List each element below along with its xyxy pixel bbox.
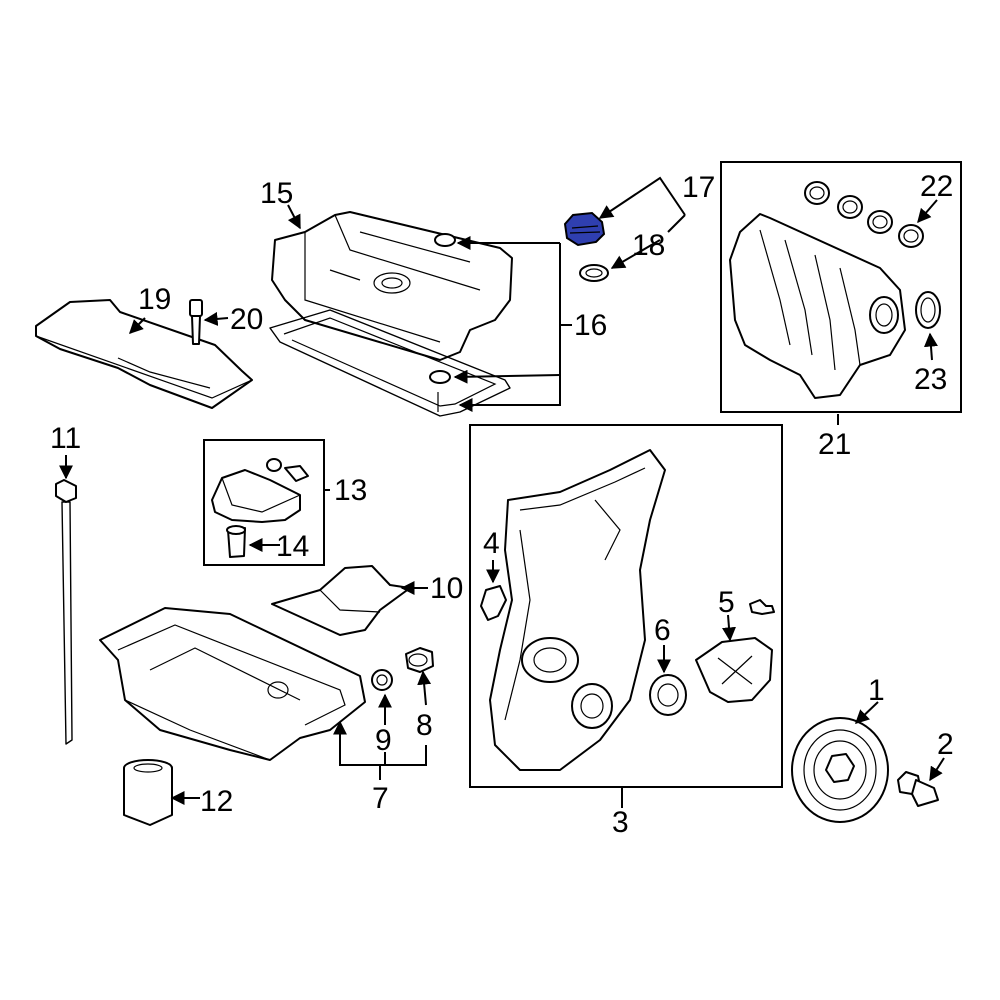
drain-plug-washer-part[interactable]: [371, 669, 393, 691]
callout-4: 4: [483, 527, 500, 560]
pulley-bolt-part[interactable]: [897, 771, 939, 807]
callout-14: 14: [276, 530, 309, 563]
crankshaft-pulley-part[interactable]: [791, 717, 889, 823]
callout-1: 1: [868, 674, 885, 707]
filter-housing-sleeve-part[interactable]: [226, 525, 246, 558]
drain-plug-part[interactable]: [405, 647, 434, 673]
timing-cover-group-box: [469, 424, 783, 788]
callout-6: 6: [654, 614, 671, 647]
callout-17: 17: [682, 171, 715, 204]
crankshaft-oil-seal-part[interactable]: [649, 674, 687, 716]
oil-filter-part[interactable]: [123, 759, 173, 826]
callout-5: 5: [718, 586, 735, 619]
callout-19: 19: [138, 283, 171, 316]
intake-manifold-part[interactable]: [729, 213, 906, 399]
intake-gaskets-part[interactable]: [804, 181, 924, 248]
callout-10: 10: [430, 572, 463, 605]
oil-filter-housing-part[interactable]: [211, 458, 309, 523]
timing-cover-gasket-part[interactable]: [480, 585, 507, 621]
callout-9: 9: [375, 724, 392, 757]
oil-filler-cap-part[interactable]: [563, 211, 606, 247]
callout-13: 13: [334, 474, 367, 507]
oil-pan-part[interactable]: [99, 607, 366, 761]
leader-lines: [59, 176, 945, 808]
callout-15: 15: [260, 177, 293, 210]
oil-filter-housing-group-box: [203, 439, 325, 566]
callout-20: 20: [230, 303, 263, 336]
callout-8: 8: [416, 709, 433, 742]
callout-3: 3: [612, 806, 629, 839]
cover-plate-part[interactable]: [695, 637, 773, 703]
timing-chain-cover-part[interactable]: [489, 449, 666, 771]
throttle-body-gasket-part[interactable]: [915, 291, 941, 329]
callout-labels: 1 2 3 4 5 6 7 8 9 10 11 12 13 14 15 16 1…: [50, 170, 954, 839]
valve-cover-gasket-part[interactable]: [269, 233, 511, 417]
callout-18: 18: [632, 229, 665, 262]
oil-dipstick-part[interactable]: [55, 479, 77, 745]
intake-manifold-group-box: [720, 161, 962, 413]
cover-bolt-part[interactable]: [189, 299, 203, 345]
filler-cap-seal-part[interactable]: [579, 264, 609, 282]
callout-16: 16: [574, 309, 607, 342]
valve-cover-part[interactable]: [271, 211, 513, 361]
callout-2: 2: [937, 728, 954, 761]
callout-21: 21: [818, 428, 851, 461]
cover-plate-bolt-part[interactable]: [749, 599, 775, 615]
engine-cover-part[interactable]: [35, 299, 253, 409]
callout-12: 12: [200, 785, 233, 818]
oil-baffle-part[interactable]: [271, 565, 411, 636]
callout-7: 7: [372, 782, 389, 815]
callout-11: 11: [50, 422, 81, 455]
callout-23: 23: [914, 363, 947, 396]
callout-22: 22: [920, 170, 953, 203]
